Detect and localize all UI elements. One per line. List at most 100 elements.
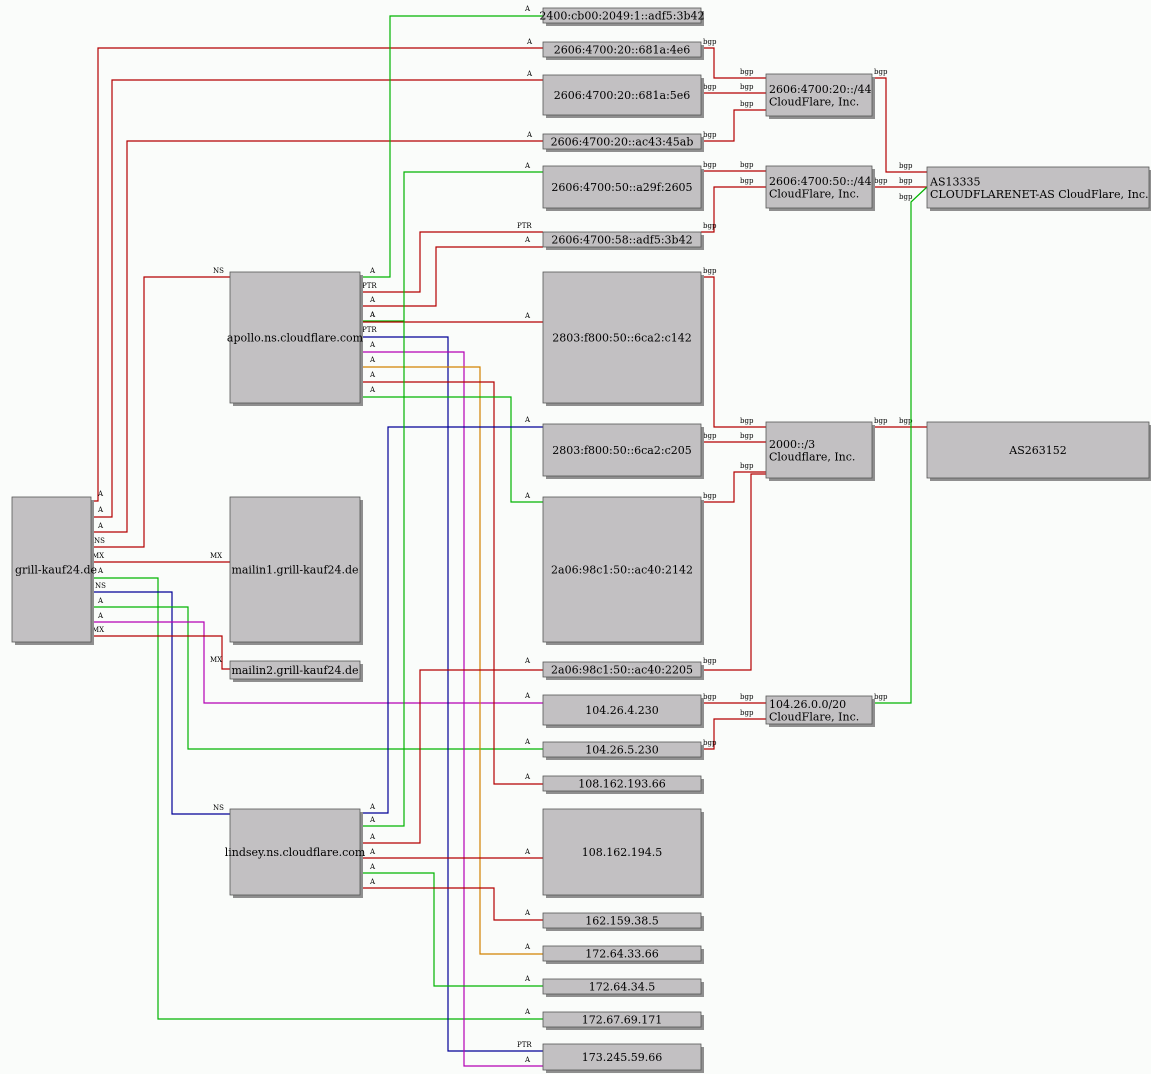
- node-mailin2[interactable]: mailin2.grill-kauf24.de: [229, 660, 363, 682]
- edge-label-target: MX: [210, 552, 222, 560]
- node-ip162[interactable]: 162.159.38.5: [542, 912, 704, 931]
- node-ip173[interactable]: 173.245.59.66: [542, 1043, 704, 1073]
- edge-line: [360, 366, 543, 955]
- node-ip45ab[interactable]: 2606:4700:20::ac43:45ab: [542, 133, 704, 152]
- node-box: [926, 421, 1150, 479]
- edge-label-target: A: [524, 909, 531, 917]
- node-label: 2000::/3: [769, 438, 815, 451]
- edge-line: [91, 79, 543, 518]
- edge-label-source: NS: [94, 537, 105, 545]
- node-label: CloudFlare, Inc.: [769, 95, 859, 108]
- node-label: CLOUDFLARENET-AS CloudFlare, Inc.: [930, 188, 1149, 201]
- edge-label-source: A: [369, 863, 376, 871]
- node-box: [765, 421, 873, 479]
- node-ipa29f[interactable]: 2606:4700:50::a29f:2605: [542, 165, 704, 211]
- node-label: Cloudflare, Inc.: [769, 450, 855, 463]
- edge-label-target: bgp: [899, 162, 913, 170]
- edge-label-target: MX: [210, 656, 222, 664]
- node-lindsey[interactable]: lindsey.ns.cloudflare.com: [225, 808, 366, 898]
- node-ip108_5[interactable]: 108.162.194.5: [542, 808, 704, 898]
- edge-label-target: bgp: [740, 709, 754, 717]
- edge-label-source: A: [369, 386, 376, 394]
- node-label: 172.64.33.66: [585, 948, 658, 961]
- edge-line: [701, 109, 766, 142]
- node-ip172_171[interactable]: 172.67.69.171: [542, 1011, 704, 1030]
- edge-label-target: bgp: [740, 432, 754, 440]
- nodes-layer: grill-kauf24.de apollo.ns.cloudflare.com m…: [11, 7, 1151, 1073]
- edge-label-target: A: [524, 738, 531, 746]
- node-ip4e6[interactable]: 2606:4700:20::681a:4e6: [542, 41, 704, 60]
- node-ip108_66[interactable]: 108.162.193.66: [542, 775, 704, 794]
- node-ipc142[interactable]: 2803:f800:50::6ca2:c142: [542, 271, 704, 406]
- edge-label-source: bgp: [703, 222, 717, 230]
- edge-label-source: bgp: [703, 131, 717, 139]
- edge-label-source: bgp: [703, 38, 717, 46]
- edge-line: [701, 276, 766, 428]
- node-ip2142[interactable]: 2a06:98c1:50::ac40:2142: [542, 496, 704, 645]
- edge-label-target: bgp: [740, 462, 754, 470]
- edge-line: [360, 351, 543, 1067]
- edge-grill-mailin2: MX MX: [91, 626, 230, 670]
- edge-label-source: A: [369, 803, 376, 811]
- edge-label-source: A: [369, 878, 376, 886]
- node-ip5e6[interactable]: 2606:4700:20::681a:5e6: [542, 74, 704, 118]
- node-label: 2606:4700:50::a29f:2605: [551, 181, 692, 194]
- node-label: 2606:4700:20::/44: [769, 83, 872, 96]
- node-ip172_66[interactable]: 172.64.33.66: [542, 945, 704, 964]
- node-label: 2606:4700:58::adf5:3b42: [551, 234, 692, 247]
- edge-line: [872, 186, 928, 704]
- node-box: [765, 165, 873, 209]
- node-ip104_4[interactable]: 104.26.4.230: [542, 694, 704, 728]
- edge-line: [701, 186, 766, 233]
- node-label: mailin1.grill-kauf24.de: [231, 564, 358, 577]
- edge-label-source: A: [369, 356, 376, 364]
- node-box: [542, 978, 702, 995]
- node-label: lindsey.ns.cloudflare.com: [225, 846, 366, 859]
- edge-label-source: bgp: [703, 161, 717, 169]
- node-ip104_5[interactable]: 104.26.5.230: [542, 741, 704, 760]
- node-label: CloudFlare, Inc.: [769, 187, 859, 200]
- node-label: 2606:4700:20::681a:5e6: [554, 89, 691, 102]
- edge-line: [701, 47, 766, 79]
- node-as263152[interactable]: AS263152: [926, 421, 1151, 481]
- edge-label-target: A: [524, 236, 531, 244]
- node-label: apollo.ns.cloudflare.com: [227, 332, 364, 345]
- edge-line: [91, 47, 543, 502]
- node-apollo[interactable]: apollo.ns.cloudflare.com: [227, 271, 364, 406]
- node-ip58[interactable]: 2606:4700:58::adf5:3b42: [542, 231, 704, 250]
- node-grill[interactable]: grill-kauf24.de: [11, 496, 97, 645]
- node-label: 2400:cb00:2049:1::adf5:3b42: [539, 10, 704, 23]
- node-label: AS263152: [1008, 444, 1066, 457]
- node-box: [542, 808, 702, 896]
- node-label: 2606:4700:20::681a:4e6: [554, 44, 691, 57]
- edge-label-target: bgp: [899, 417, 913, 425]
- edge-grill-ip104_5: AA: [91, 597, 543, 750]
- node-label: 2a06:98c1:50::ac40:2205: [551, 664, 693, 677]
- node-ipc205[interactable]: 2803:f800:50::6ca2:c205: [542, 423, 704, 479]
- edge-line: [701, 718, 766, 750]
- node-ip2400[interactable]: 2400:cb00:2049:1::adf5:3b42: [539, 7, 705, 26]
- edge-lindsey-ip172_5: AA: [360, 863, 543, 987]
- node-label: 173.245.59.66: [582, 1051, 662, 1064]
- node-ip172_5[interactable]: 172.64.34.5: [542, 978, 704, 997]
- node-mailin1[interactable]: mailin1.grill-kauf24.de: [229, 496, 363, 645]
- edge-line: [360, 669, 543, 844]
- node-box: [765, 695, 873, 725]
- edge-grill-ip104_4: AA: [91, 612, 543, 704]
- node-ip2205[interactable]: 2a06:98c1:50::ac40:2205: [542, 661, 704, 680]
- edge-line: [701, 473, 766, 671]
- edge-label-source: MX: [92, 626, 104, 634]
